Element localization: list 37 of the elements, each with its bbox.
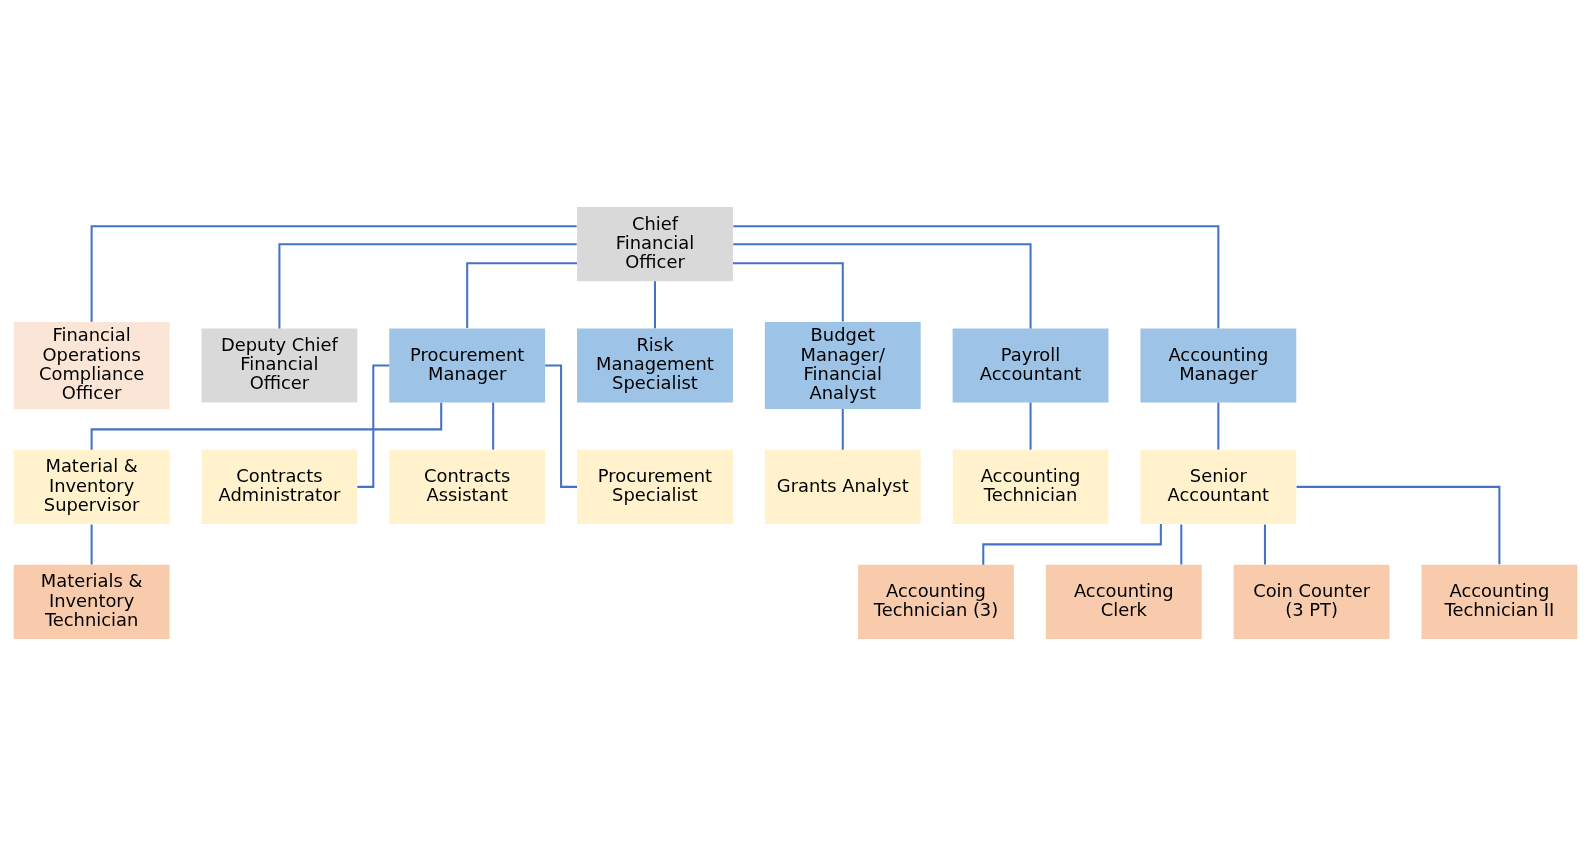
connector <box>357 364 390 488</box>
node-box: Procurement Manager <box>389 328 546 403</box>
node-box: Procurement Specialist <box>577 449 733 524</box>
node-box: Material & Inventory Supervisor <box>13 449 170 524</box>
connector <box>1029 402 1032 450</box>
connector <box>545 364 577 488</box>
node-box: Contracts Assistant <box>389 449 546 524</box>
node-box: Chief Financial Officer <box>577 207 733 282</box>
node-box: Accounting Manager <box>1140 328 1297 403</box>
connector <box>90 524 93 565</box>
connector <box>466 262 577 329</box>
node-box: Coin Counter (3 PT) <box>1233 564 1390 639</box>
connector <box>733 243 1032 329</box>
node-box: Grants Analyst <box>764 449 921 524</box>
node-box: Contracts Administrator <box>201 449 358 524</box>
node-box: Senior Accountant <box>1140 449 1297 524</box>
connector <box>1180 524 1183 565</box>
node-box: Materials & Inventory Technician <box>13 564 170 639</box>
connector <box>1296 485 1501 565</box>
connector <box>278 243 577 329</box>
connector <box>1217 402 1220 450</box>
node-box: Budget Manager/ Financial Analyst <box>764 322 921 409</box>
connector <box>90 225 577 322</box>
connector <box>733 262 844 322</box>
node-box: Accounting Technician (3) <box>858 564 1014 639</box>
connector <box>653 281 656 329</box>
node-box: Accounting Technician II <box>1421 564 1578 639</box>
node-box: Risk Management Specialist <box>577 328 733 403</box>
connector <box>492 402 495 450</box>
node-box: Financial Operations Compliance Officer <box>13 322 170 409</box>
connector <box>1263 524 1266 565</box>
connector <box>841 409 844 450</box>
node-box: Payroll Accountant <box>952 328 1109 403</box>
connector <box>733 225 1220 329</box>
node-box: Deputy Chief Financial Officer <box>201 328 358 403</box>
node-box: Accounting Technician <box>952 449 1109 524</box>
node-box: Accounting Clerk <box>1045 564 1202 639</box>
